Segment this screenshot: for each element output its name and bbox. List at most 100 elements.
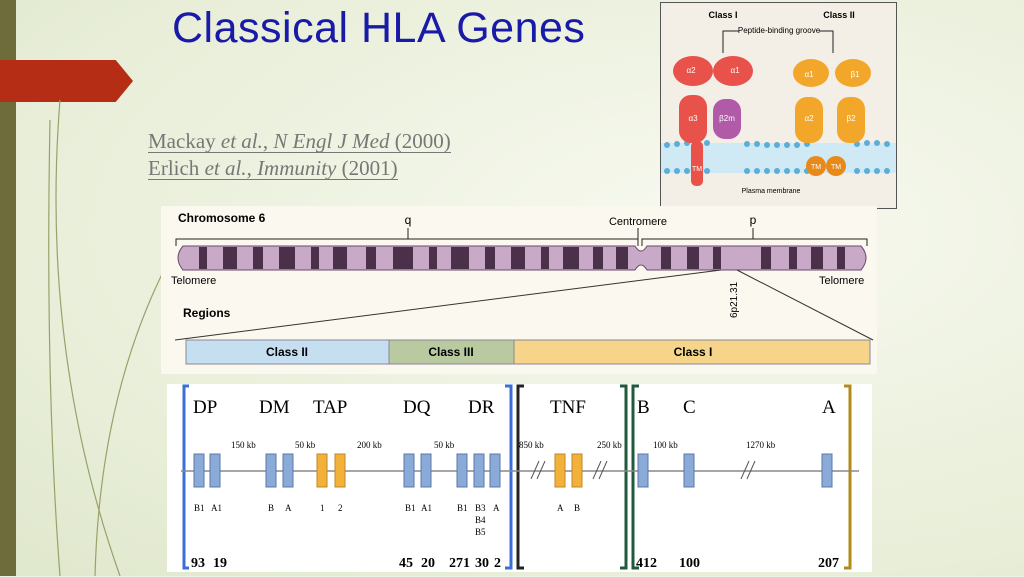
- gene-box[interactable]: [193, 453, 205, 488]
- gene-box[interactable]: [489, 453, 501, 488]
- region-bar: Class II Class III Class I: [185, 339, 871, 365]
- allele-count: 100: [679, 556, 700, 571]
- gene-box[interactable]: [282, 453, 294, 488]
- class1-label: Class I: [708, 10, 737, 20]
- allele-count: 19: [213, 556, 227, 571]
- gene-group-a: A: [822, 397, 836, 418]
- membrane-label: Plasma membrane: [742, 188, 801, 195]
- gene-group-tap: TAP: [313, 397, 347, 418]
- ref2-author: Erlich: [148, 156, 200, 180]
- gene-label: 1: [320, 503, 325, 513]
- class1-molecule: α2 α1 α3 β2m TM: [673, 56, 753, 186]
- distance-label: 100 kb: [653, 440, 678, 450]
- domain-label: TM: [692, 166, 702, 173]
- groove-label: Peptide-binding groove: [738, 26, 821, 35]
- gene-box[interactable]: [209, 453, 221, 488]
- domain-label: α2: [804, 114, 814, 123]
- gene-label: B: [268, 503, 274, 513]
- gene-box[interactable]: [334, 453, 346, 488]
- gene-box[interactable]: [637, 453, 649, 488]
- region-class3[interactable]: [388, 339, 515, 365]
- allele-count: 45: [399, 556, 413, 571]
- ref1-author: Mackay: [148, 129, 216, 153]
- telomere-right-label: Telomere: [819, 275, 864, 287]
- gene-group-dq: DQ: [403, 397, 431, 418]
- domain-label: α2: [686, 66, 696, 75]
- allele-count: 271: [449, 556, 470, 571]
- centromere-label: Centromere: [609, 216, 667, 228]
- domain-label: β2m: [719, 114, 735, 123]
- gene-box[interactable]: [554, 453, 566, 488]
- domain-label: TM: [811, 164, 821, 171]
- allele-count: 2: [494, 556, 501, 571]
- domain-label: α1: [730, 66, 740, 75]
- hla-molecule-figure: Class I Class II Peptide-binding groove …: [660, 2, 897, 209]
- gene-map-figure: DP DM TAP DQ DR TNF B C A 150 kb 50 kb 2…: [167, 384, 872, 572]
- references: Mackay et al., N Engl J Med (2000) Erlic…: [148, 128, 451, 182]
- gene-label: B1: [194, 503, 205, 513]
- band-label: 6p21.31: [729, 281, 740, 318]
- gene-box[interactable]: [265, 453, 277, 488]
- distance-label: 850 kb: [519, 440, 544, 450]
- gene-group-dr: DR: [468, 397, 495, 418]
- gene-label: A1: [421, 503, 432, 513]
- distance-labels: 150 kb 50 kb 200 kb 50 kb 850 kb 250 kb …: [231, 440, 776, 450]
- gene-label: 2: [338, 503, 343, 513]
- allele-counts: 93 19 45 20 271 30 2 412 100 207: [191, 556, 839, 571]
- gene-box[interactable]: [456, 453, 468, 488]
- region-class2[interactable]: [185, 339, 390, 365]
- ref2-year: (2001): [341, 156, 398, 180]
- gene-label: B: [574, 503, 580, 513]
- region-class2-label: Class II: [266, 345, 308, 359]
- axis-breaks: [530, 460, 756, 480]
- gene-group-dm: DM: [259, 397, 290, 418]
- domain-label: β1: [850, 70, 860, 79]
- chromosome-bands: [199, 247, 845, 269]
- gene-sublabels: B1 A1 B A 1 2 B1 A1 B1 B3 B4 B5 A A B: [194, 503, 580, 537]
- class2-molecule: α1 β1 α2 β2 TM TM: [793, 59, 871, 176]
- allele-count: 93: [191, 556, 205, 571]
- class1-bracket-right: [844, 384, 852, 570]
- class3-bracket: [516, 384, 524, 570]
- region-class1[interactable]: [513, 339, 871, 365]
- distance-label: 250 kb: [597, 440, 622, 450]
- region-class1-label: Class I: [674, 345, 713, 359]
- gene-box[interactable]: [571, 453, 583, 488]
- domain-label: TM: [831, 164, 841, 171]
- distance-label: 200 kb: [357, 440, 382, 450]
- allele-count: 20: [421, 556, 435, 571]
- gene-box[interactable]: [403, 453, 415, 488]
- arm-p-label: p: [750, 213, 757, 227]
- ref1-journal: N Engl J Med: [273, 129, 390, 153]
- gene-label: A: [493, 503, 500, 513]
- class1-bracket: [631, 384, 639, 570]
- gene-box[interactable]: [316, 453, 328, 488]
- gene-box[interactable]: [683, 453, 695, 488]
- reference-2[interactable]: Erlich et al., Immunity (2001): [148, 156, 398, 180]
- gene-label: B3: [475, 503, 486, 513]
- chromosome-title: Chromosome 6: [178, 211, 266, 225]
- class2-label: Class II: [823, 10, 855, 20]
- gene-label: A: [285, 503, 292, 513]
- red-arrow-tab: [0, 60, 133, 102]
- left-decor-stripe: [0, 0, 16, 576]
- class2-bracket-right: [505, 384, 513, 570]
- class2-bracket: [182, 384, 189, 570]
- gene-box[interactable]: [420, 453, 432, 488]
- allele-count: 412: [636, 556, 657, 571]
- distance-label: 1270 kb: [746, 440, 776, 450]
- gene-group-tnf: TNF: [550, 397, 586, 418]
- regions-label: Regions: [183, 306, 231, 320]
- class3-bracket-right: [620, 384, 628, 570]
- gene-group-labels: DP DM TAP DQ DR TNF B C A: [193, 397, 836, 418]
- gene-boxes: [193, 453, 833, 488]
- distance-label: 150 kb: [231, 440, 256, 450]
- distance-label: 50 kb: [295, 440, 316, 450]
- ref2-etal: et al.: [204, 156, 247, 180]
- gene-box[interactable]: [473, 453, 485, 488]
- allele-count: 30: [475, 556, 489, 571]
- ref1-year: (2000): [394, 129, 451, 153]
- reference-1[interactable]: Mackay et al., N Engl J Med (2000): [148, 129, 451, 153]
- gene-box[interactable]: [821, 453, 833, 488]
- gene-label: A: [557, 503, 564, 513]
